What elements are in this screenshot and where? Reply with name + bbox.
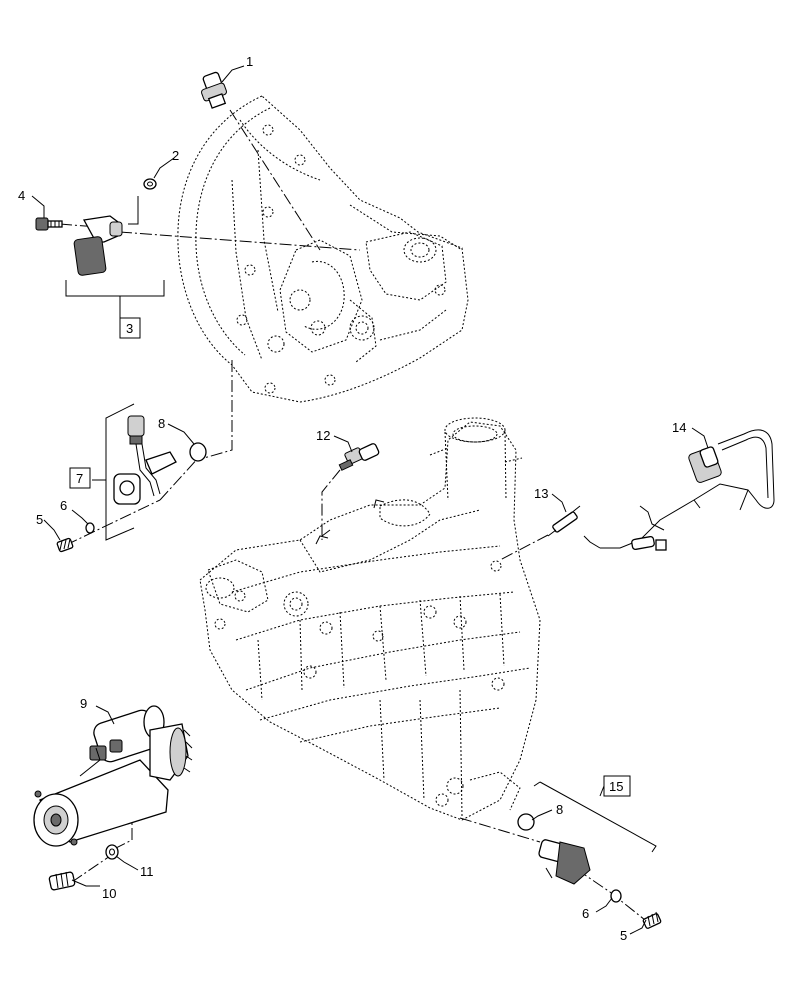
callout-5a: 5	[36, 512, 43, 527]
callout-15: 15	[609, 779, 623, 794]
callout-14: 14	[672, 420, 686, 435]
callout-13: 13	[534, 486, 548, 501]
bracket-15	[539, 781, 657, 853]
callout-3: 3	[126, 321, 133, 336]
callout-box-15	[603, 775, 631, 797]
bracket-3	[65, 280, 165, 297]
washer-6a	[85, 522, 95, 534]
callout-10: 10	[102, 886, 116, 901]
engine-block	[199, 417, 541, 821]
callout-2: 2	[172, 148, 179, 163]
glow-plug-13	[547, 505, 581, 537]
leader-lines	[31, 65, 709, 935]
oil-pressure-switch	[201, 71, 227, 109]
bolt-10	[48, 871, 76, 891]
callout-4: 4	[18, 188, 25, 203]
callout-9: 9	[80, 696, 87, 711]
callout-box-3	[119, 317, 141, 339]
callout-6b: 6	[582, 906, 589, 921]
wiring-harness-14	[583, 429, 775, 551]
washer-6b	[610, 889, 622, 903]
callout-8a: 8	[158, 416, 165, 431]
callout-8b: 8	[556, 802, 563, 817]
callout-6a: 6	[60, 498, 67, 513]
bolt-5a	[56, 537, 74, 553]
callout-12: 12	[316, 428, 330, 443]
o-ring-8a	[189, 442, 207, 462]
bracket-15-end	[533, 781, 541, 787]
callout-1: 1	[246, 54, 253, 69]
center-lines	[59, 109, 651, 925]
flywheel-housing	[177, 95, 469, 403]
bolt-4	[35, 217, 63, 231]
camshaft-sensor-15	[538, 839, 591, 885]
callout-box-7	[69, 467, 91, 489]
callout-7: 7	[76, 471, 83, 486]
bracket-7	[105, 403, 135, 541]
washer-11	[105, 844, 119, 860]
washer-2	[143, 178, 157, 190]
bracket-15-stem	[599, 785, 605, 797]
o-ring-8b	[517, 813, 535, 831]
sensor-harness-7	[113, 415, 177, 505]
speed-sensor-3	[73, 215, 123, 276]
callout-11: 11	[140, 864, 154, 879]
callout-5b: 5	[620, 928, 627, 943]
bolt-5b	[642, 911, 662, 929]
starter-motor-9	[33, 705, 193, 847]
temperature-sensor-12	[338, 443, 380, 471]
